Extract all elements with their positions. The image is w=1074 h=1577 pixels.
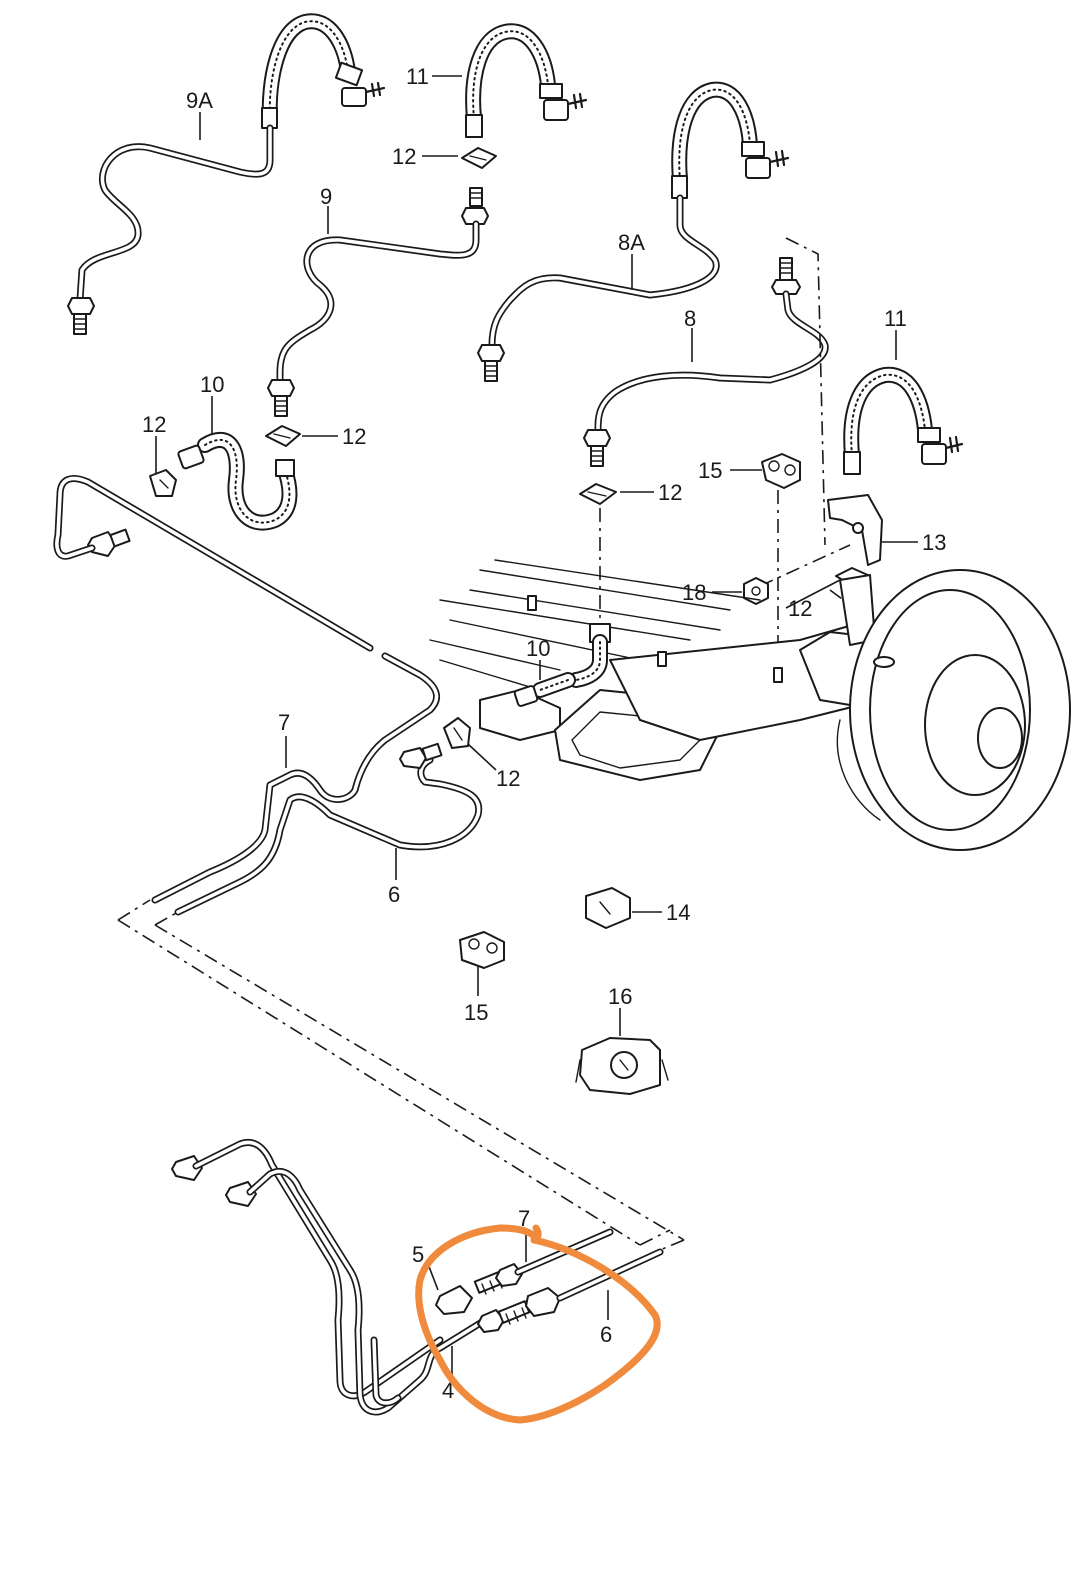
label-6-top: 6 [388,882,400,907]
label-12-mid: 12 [342,424,366,449]
label-11-top: 11 [406,64,429,89]
brake-hose-10-left [149,432,298,531]
label-4: 4 [442,1378,454,1403]
label-9a: 9A [186,88,213,113]
label-7-top: 7 [278,710,290,735]
clip-15-bottom [459,931,505,969]
label-15-top: 15 [698,458,722,483]
part-number-labels: 9A 11 12 9 8A 8 11 10 12 12 12 15 13 18 … [142,64,946,1403]
clip-14 [585,887,631,929]
label-9: 9 [320,184,332,209]
brake-pipe-6 [174,717,483,916]
label-10-top: 10 [200,372,224,397]
label-16: 16 [608,984,632,1009]
label-6-bottom: 6 [600,1322,612,1347]
clip-16 [575,1037,669,1095]
rear-axle-assembly [429,559,1071,851]
bracket-13 [827,494,883,589]
label-12-bracket: 12 [788,596,812,621]
brake-pipe-8 [579,257,829,505]
label-12-pipe8: 12 [658,480,682,505]
label-7-bottom: 7 [518,1206,530,1231]
label-13: 13 [922,530,946,555]
label-10-axle: 10 [526,636,550,661]
brake-pipe-8a [477,194,720,382]
label-12-top: 12 [392,144,416,169]
brake-pipe-main-left [53,475,440,904]
brake-pipe-9 [265,220,480,447]
clip-15-top [761,453,801,489]
label-8a: 8A [618,230,645,255]
label-12-left: 12 [142,412,166,437]
label-14: 14 [666,900,690,925]
brake-hose-11-right [843,366,964,475]
leader-lines [155,75,918,1376]
label-15-bottom: 15 [464,1000,488,1025]
brake-pipe-9a [67,124,274,335]
brake-hose-9a [261,13,386,129]
assembly-guides [117,237,856,1251]
brake-hose-8a-top [671,81,790,199]
brake-hose-11-top [461,23,588,225]
brake-hose-10-axle [513,623,611,707]
label-8: 8 [684,306,696,331]
hand-drawn-highlight-circle [415,1224,661,1424]
label-11-right: 11 [884,306,907,331]
label-18: 18 [682,580,706,605]
label-12-lower: 12 [496,766,520,791]
label-5: 5 [412,1242,424,1267]
